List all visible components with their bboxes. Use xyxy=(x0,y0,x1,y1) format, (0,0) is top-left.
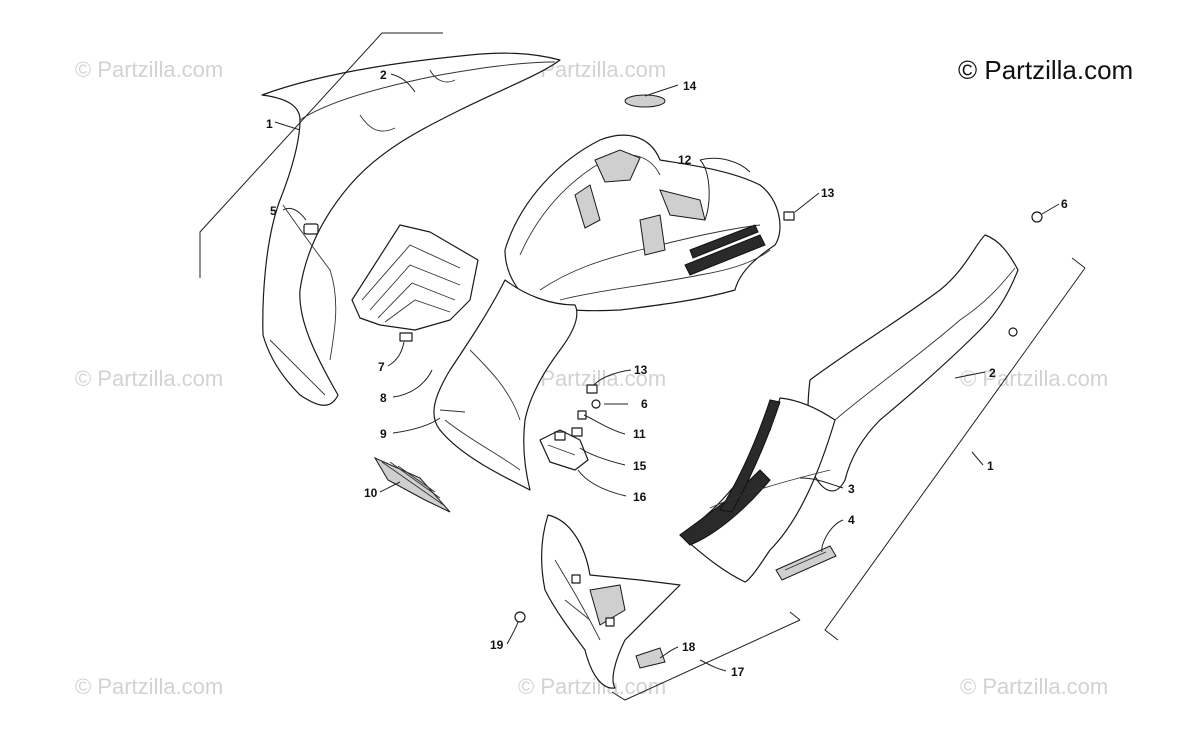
callout-6: 6 xyxy=(1061,197,1068,211)
vent-insert xyxy=(351,224,479,342)
watermark: © Partzilla.com xyxy=(75,366,224,391)
callout-7: 7 xyxy=(378,360,385,374)
callout-6-lower: 6 xyxy=(641,397,648,411)
callout-3: 3 xyxy=(848,482,855,496)
callout-19: 19 xyxy=(490,638,504,652)
callout-11: 11 xyxy=(633,427,646,441)
watermark: © Partzilla.com xyxy=(960,366,1109,391)
callout-9: 9 xyxy=(380,427,387,441)
callout-2-right: 2 xyxy=(989,366,996,380)
callout-1-right: 1 xyxy=(987,459,994,473)
callout-2: 2 xyxy=(380,68,387,82)
emblem-oval xyxy=(624,94,666,108)
bracket-right xyxy=(824,257,1086,641)
watermark: © Partzilla.com xyxy=(960,674,1109,699)
callout-15: 15 xyxy=(633,459,647,473)
callout-18: 18 xyxy=(682,640,696,654)
fasteners xyxy=(514,211,1043,623)
callout-10: 10 xyxy=(364,486,378,500)
front-hood xyxy=(433,134,781,491)
callout-16: 16 xyxy=(633,490,647,504)
callout-8: 8 xyxy=(380,391,387,405)
bracket-bottom xyxy=(611,611,801,701)
leader-lines xyxy=(274,73,1060,672)
watermark: © Partzilla.com xyxy=(75,674,224,699)
callout-13: 13 xyxy=(821,186,835,200)
copyright-text: © Partzilla.com xyxy=(958,55,1134,85)
mesh-screen xyxy=(373,456,451,513)
callout-12: 12 xyxy=(678,153,692,167)
model-badge xyxy=(775,545,837,581)
callout-14: 14 xyxy=(683,79,697,93)
callout-4: 4 xyxy=(848,513,855,527)
watermark: © Partzilla.com xyxy=(75,57,224,82)
headlight-bracket xyxy=(539,427,589,471)
right-side-panel xyxy=(679,234,1019,583)
callout-1: 1 xyxy=(266,117,273,131)
callout-13-lower: 13 xyxy=(634,363,648,377)
lower-nose-piece xyxy=(540,514,681,689)
callout-17: 17 xyxy=(731,665,745,679)
callout-5: 5 xyxy=(270,204,277,218)
bracket-left xyxy=(199,32,443,278)
left-upper-side-panel xyxy=(261,52,561,406)
watermark: © Partzilla.com xyxy=(518,674,667,699)
